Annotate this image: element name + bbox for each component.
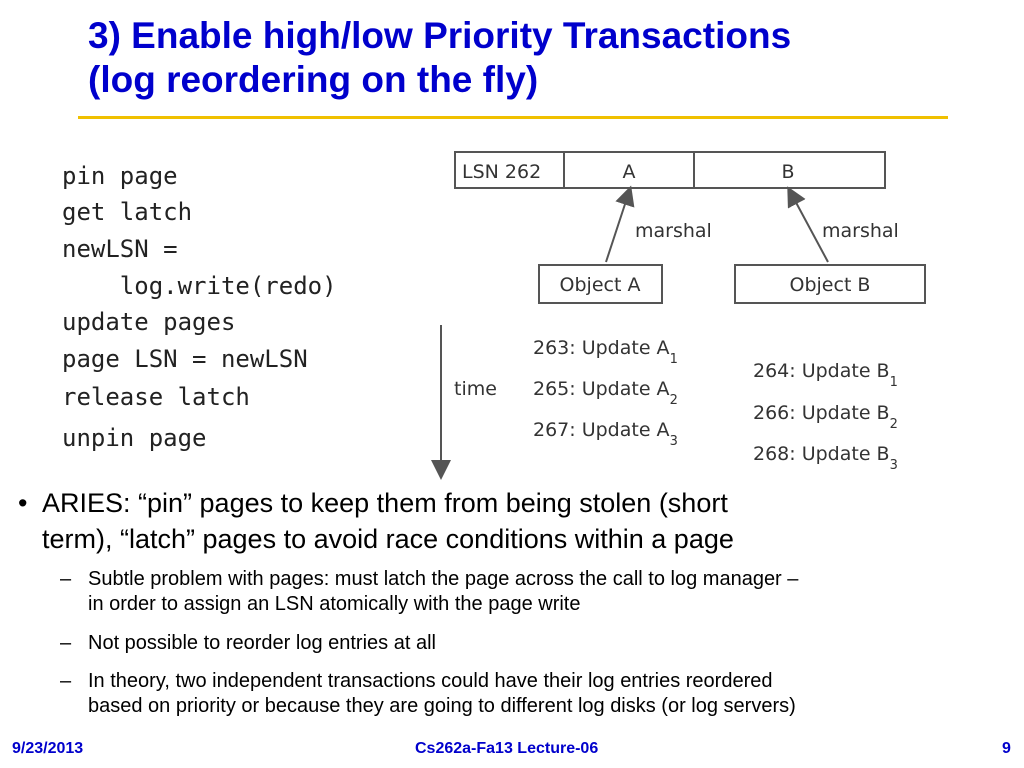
marshal-arrow-b [787,186,829,263]
code-line: pin page [62,162,178,190]
object-a-label: Object A [560,274,641,296]
code-line: release latch [62,383,250,411]
lsn-record: LSN 262 A B [454,151,886,189]
code-line: update pages [62,308,236,336]
object-b-box [734,264,926,304]
footer-date: 9/23/2013 [12,740,84,757]
code-line: log.write(redo) [62,272,337,300]
title-underline [78,116,948,119]
sub-bullet-2-line-1: Not possible to reorder log entries at a… [88,632,436,654]
marshal-arrow-a [605,185,635,263]
object-b-label: Object B [790,274,871,296]
update-a-2: 265: Update A2 [533,378,678,408]
sub-bullet-1-line-2: in order to assign an LSN atomically wit… [88,593,581,615]
code-line: get latch [62,198,193,226]
object-a-box [538,264,663,304]
footer-page-number: 9 [1002,740,1011,757]
update-a-1: 263: Update A1 [533,337,678,367]
code-line: page LSN = newLSN [62,345,308,373]
sub-bullet-3-line-1: In theory, two independent transactions … [88,670,773,692]
update-a-3: 267: Update A3 [533,419,678,449]
title-line-2: (log reordering on the fly) [88,59,539,100]
cell-b-label: B [781,161,794,183]
slide-title: 3) Enable high/low Priority Transactions… [88,14,988,102]
main-bullet-line-2: term), “latch” pages to avoid race condi… [42,524,734,554]
dash-marker: – [60,568,72,590]
marshal-label-b: marshal [822,220,899,242]
update-b-3: 268: Update B3 [753,443,898,473]
title-line-1: 3) Enable high/low Priority Transactions [88,15,792,56]
time-label: time [454,378,497,400]
update-b-1: 264: Update B1 [753,360,898,390]
lsn-label: LSN 262 [462,161,541,183]
dash-marker: – [60,632,72,654]
sub-bullet-3-line-2: based on priority or because they are go… [88,695,796,717]
sub-bullet-1-line-1: Subtle problem with pages: must latch th… [88,568,799,590]
cell-a-label: A [623,161,636,183]
code-line: unpin page [62,424,207,452]
dash-marker: – [60,670,72,692]
log-diagram: LSN 262 A B marshal marshal Object A Obj… [431,151,926,480]
marshal-label-a: marshal [635,220,712,242]
main-bullet-line-1: ARIES: “pin” pages to keep them from bei… [42,488,728,518]
update-b-2: 266: Update B2 [753,402,898,432]
code-line: newLSN = [62,235,178,263]
bullet-marker: • [18,488,28,518]
footer-course: Cs262a-Fa13 Lecture-06 [415,740,599,757]
